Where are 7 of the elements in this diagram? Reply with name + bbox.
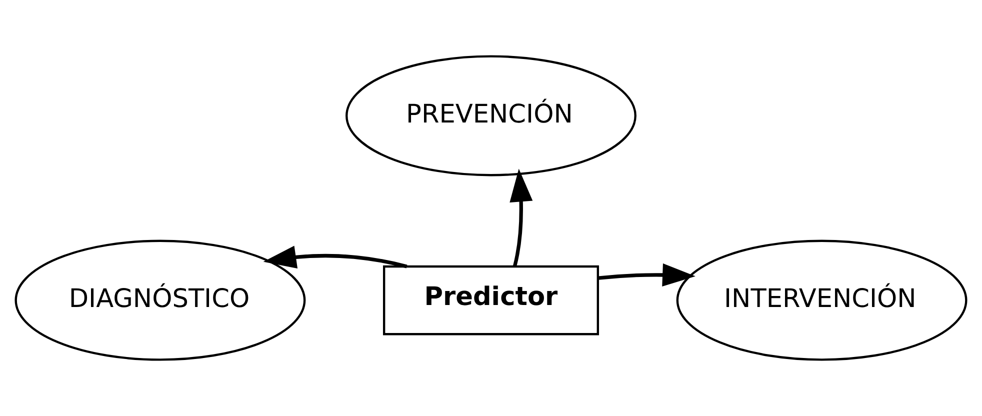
arrow (263, 246, 408, 269)
node-box: Predictor (382, 265, 600, 336)
arrow (598, 263, 696, 286)
node-ellipse: DIAGNÓSTICO (14, 240, 306, 361)
arrow (510, 168, 533, 267)
node-ellipse: PREVENCIÓN (346, 55, 636, 176)
node-ellipse: INTERVENCIÓN (676, 240, 968, 361)
